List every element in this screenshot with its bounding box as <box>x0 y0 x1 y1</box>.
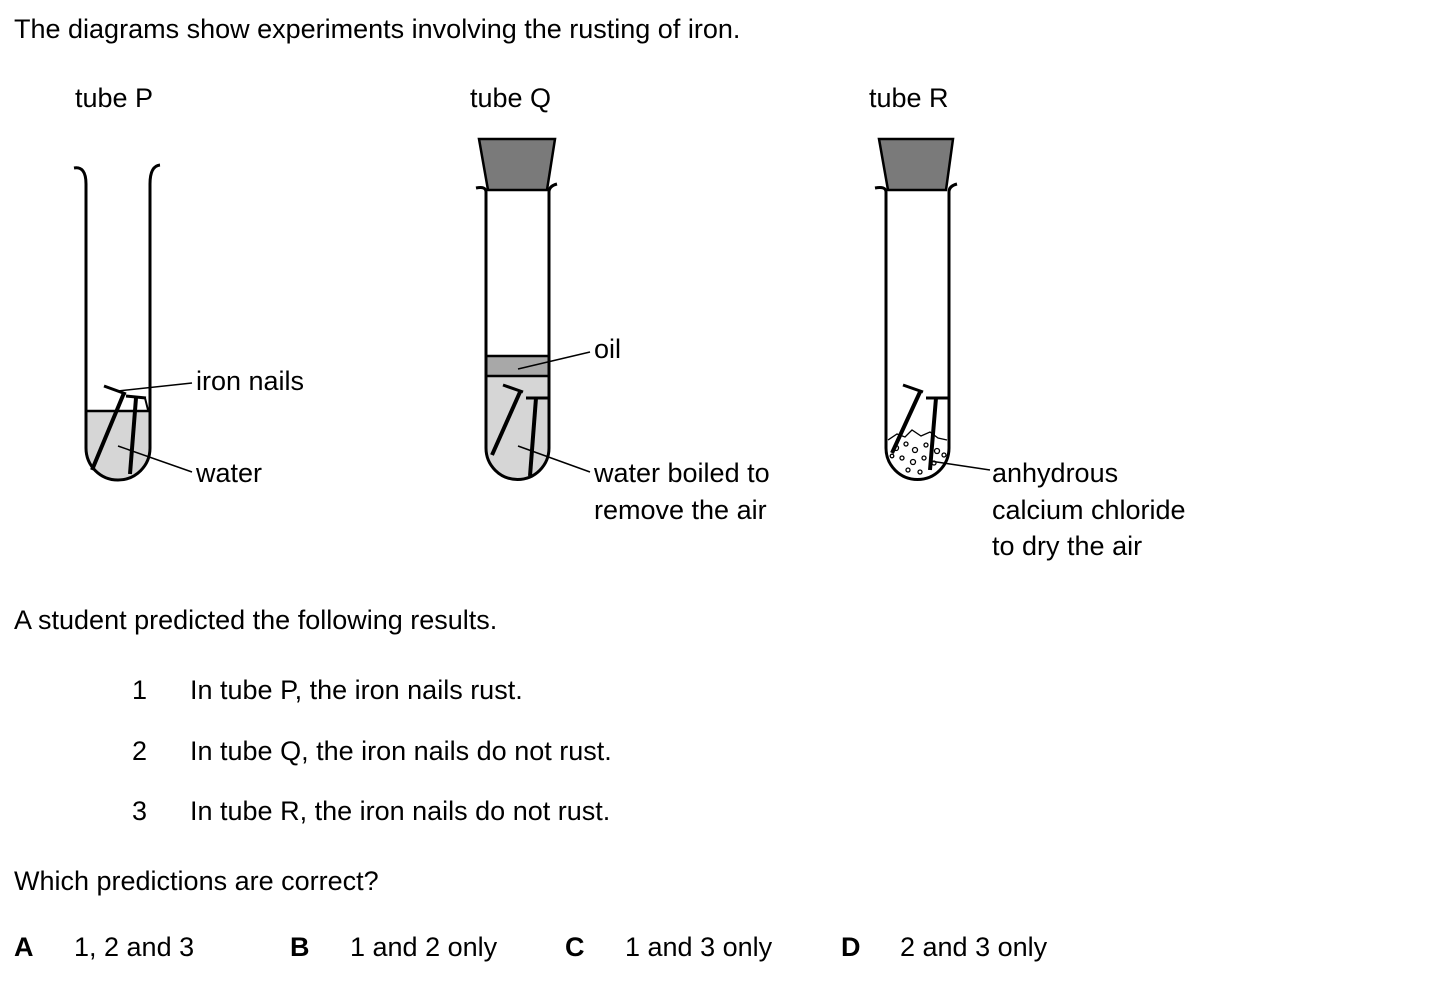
option-text: 1 and 3 only <box>625 932 773 962</box>
option-letter: A <box>14 932 34 962</box>
tube-q <box>475 137 591 481</box>
tube-p <box>73 163 193 482</box>
tube-p-glass <box>73 163 161 482</box>
option-text: 1 and 2 only <box>350 932 498 962</box>
tube-q-oil <box>486 356 549 376</box>
tube-q-iron-nails <box>490 383 548 477</box>
option-letter: C <box>565 932 585 962</box>
tube-r-label-line3: to dry the air <box>992 531 1143 561</box>
tube-p-label-water: water <box>196 458 263 488</box>
option-text: 1, 2 and 3 <box>74 932 195 962</box>
question-text: Which predictions are correct? <box>14 866 379 896</box>
prediction-text: In tube R, the iron nails do not rust. <box>190 796 611 826</box>
tube-r-glass <box>874 182 958 481</box>
tube-q-label-oil: oil <box>594 334 622 364</box>
tube-r-title: tube R <box>869 83 949 113</box>
tube-r-stopper <box>877 137 955 192</box>
option-text: 2 and 3 only <box>900 932 1048 962</box>
prediction-number: 1 <box>132 675 148 705</box>
tube-r-calcium-chloride <box>887 429 948 475</box>
tube-q-label-water-line2: remove the air <box>594 495 767 525</box>
tube-q-glass <box>475 182 558 481</box>
tube-r <box>874 137 991 481</box>
prediction-text: In tube P, the iron nails rust. <box>190 675 523 705</box>
option-letter: D <box>841 932 861 962</box>
prediction-number: 2 <box>132 736 148 766</box>
intro-text: The diagrams show experiments involving … <box>14 14 741 44</box>
rusting-experiment-diagram <box>73 137 991 482</box>
tube-p-label-iron-nails: iron nails <box>196 366 305 396</box>
tube-r-label-line1: anhydrous <box>992 458 1119 488</box>
tube-q-stopper <box>477 137 557 192</box>
prediction-number: 3 <box>132 796 148 826</box>
tube-q-title: tube Q <box>470 83 552 113</box>
option-letter: B <box>290 932 310 962</box>
tube-q-label-water-line1: water boiled to <box>594 458 770 488</box>
tube-p-iron-nails <box>90 384 149 475</box>
tube-r-label-line2: calcium chloride <box>992 495 1186 525</box>
tube-p-title: tube P <box>75 83 154 113</box>
student-prediction-intro: A student predicted the following result… <box>14 605 498 635</box>
tube-r-iron-nails <box>890 383 948 471</box>
prediction-text: In tube Q, the iron nails do not rust. <box>190 736 612 766</box>
